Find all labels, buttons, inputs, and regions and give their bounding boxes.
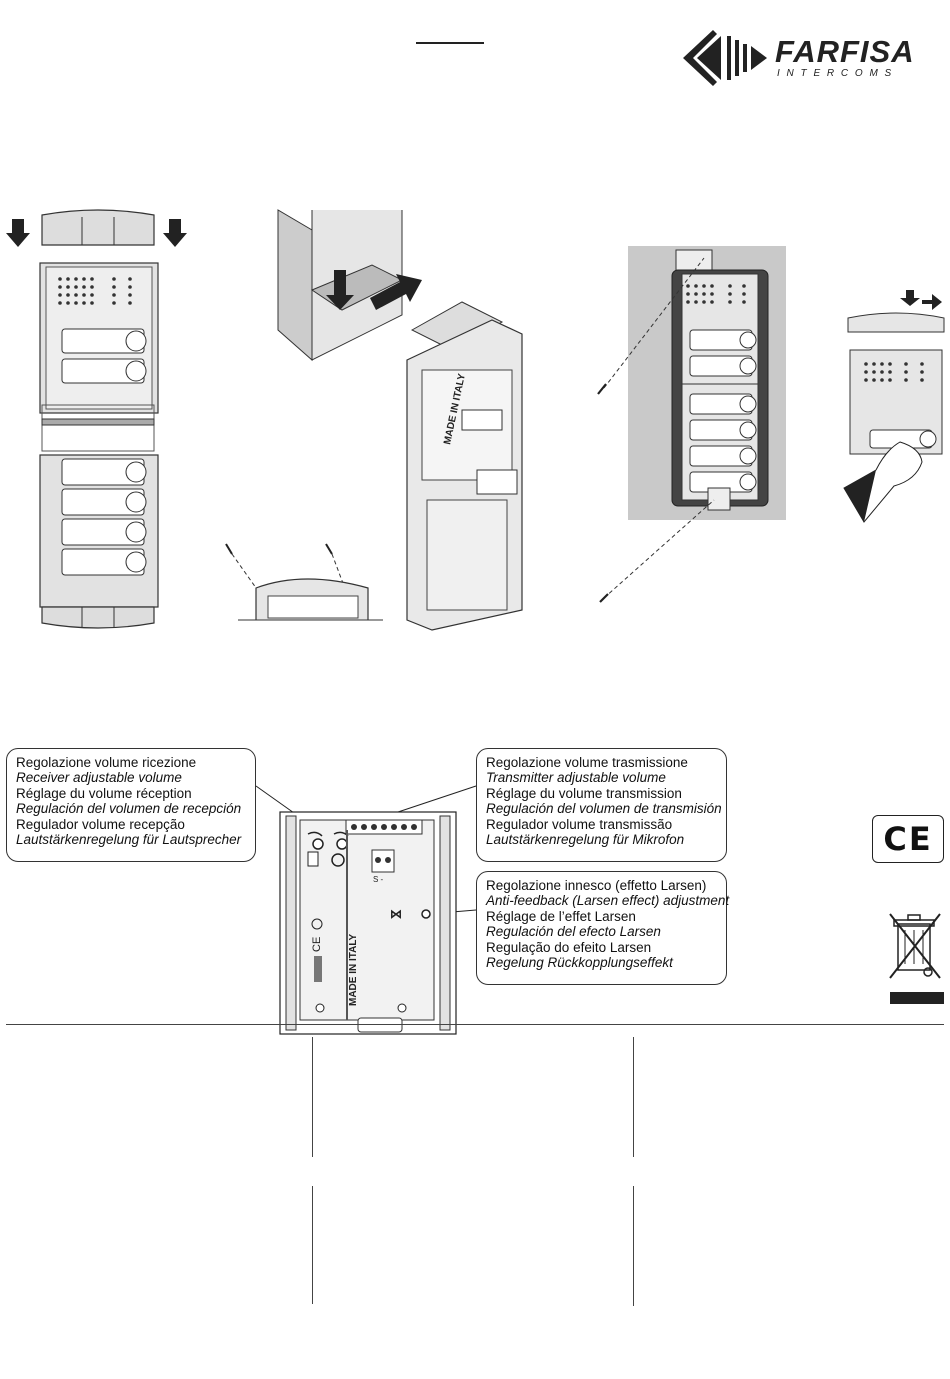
callout-transmitter-line-de: Lautstärkenregelung für Mikrofon (486, 832, 685, 848)
ce-mark-text: CE (883, 820, 933, 858)
column-divider-1-bottom (312, 1186, 313, 1304)
callout-receiver-line-de: Lautstärkenregelung für Lautsprecher (16, 832, 242, 848)
column-divider-2-top (633, 1037, 634, 1157)
callout-transmitter-line-es: Regulación del volumen de transmisión (486, 801, 722, 817)
callout-larsen-line-en: Anti-feedback (Larsen effect) adjustment (486, 893, 730, 909)
callout-larsen-line-it: Regolazione innesco (effetto Larsen) (486, 878, 707, 893)
brand-logo: FARFISA I N T E R C O M S (683, 28, 945, 88)
figure-nameplate-replacement (843, 290, 945, 523)
brand-logo-icon (683, 30, 767, 86)
figure-module-insertion: MADE IN ITALY (277, 209, 523, 631)
board-ce-label: CE (311, 937, 323, 952)
column-divider-1-top (312, 1037, 313, 1157)
board-made-in-italy-label: MADE IN ITALY (348, 933, 359, 1006)
weee-bin-icon (889, 913, 944, 1004)
callout-receiver-volume: Regolazione volume ricezione Receiver ad… (6, 748, 256, 862)
column-divider-2-bottom (633, 1186, 634, 1306)
callout-receiver-line-pt: Regulador volume recepção (16, 816, 185, 832)
callout-larsen-line-es: Regulación del efecto Larsen (486, 924, 661, 940)
header-rule (416, 42, 484, 44)
callout-transmitter-line-it: Regolazione volume trasmissione (486, 755, 688, 770)
callout-larsen-line-fr: Réglage de l’effet Larsen (486, 908, 636, 924)
ce-mark: CE (872, 815, 944, 863)
callout-larsen-line-de: Regelung Rückkopplungseffekt (486, 955, 673, 971)
callout-receiver-line-en: Receiver adjustable volume (16, 770, 182, 786)
figure-panel-assembly (6, 209, 187, 629)
figure-mounted-panel (597, 249, 769, 603)
brand-tagline: I N T E R C O M S (777, 68, 894, 79)
callout-receiver-line-it: Regolazione volume ricezione (16, 755, 197, 770)
callout-transmitter-line-fr: Réglage du volume transmission (486, 785, 682, 801)
callout-receiver-line-fr: Réglage du volume réception (16, 785, 192, 801)
callout-transmitter-volume: Regolazione volume trasmissione Transmit… (476, 748, 727, 862)
brand-name: FARFISA (775, 34, 915, 69)
svg-text:⋈: ⋈ (390, 907, 402, 921)
board-terminal-label: S - (373, 875, 384, 884)
figure-board-detail: S - ⋈ MADE IN ITALY CE (279, 811, 457, 1035)
callout-larsen-adjust: Regolazione innesco (effetto Larsen) Ant… (476, 871, 730, 985)
callout-transmitter-line-pt: Regulador volume transmissão (486, 816, 673, 832)
figure-screw-detail (225, 543, 383, 621)
section-divider (6, 1024, 944, 1025)
callout-transmitter-line-en: Transmitter adjustable volume (486, 770, 666, 786)
callout-larsen-line-pt: Regulação do efeito Larsen (486, 939, 652, 955)
callout-receiver-line-es: Regulación del volumen de recepción (16, 801, 242, 817)
